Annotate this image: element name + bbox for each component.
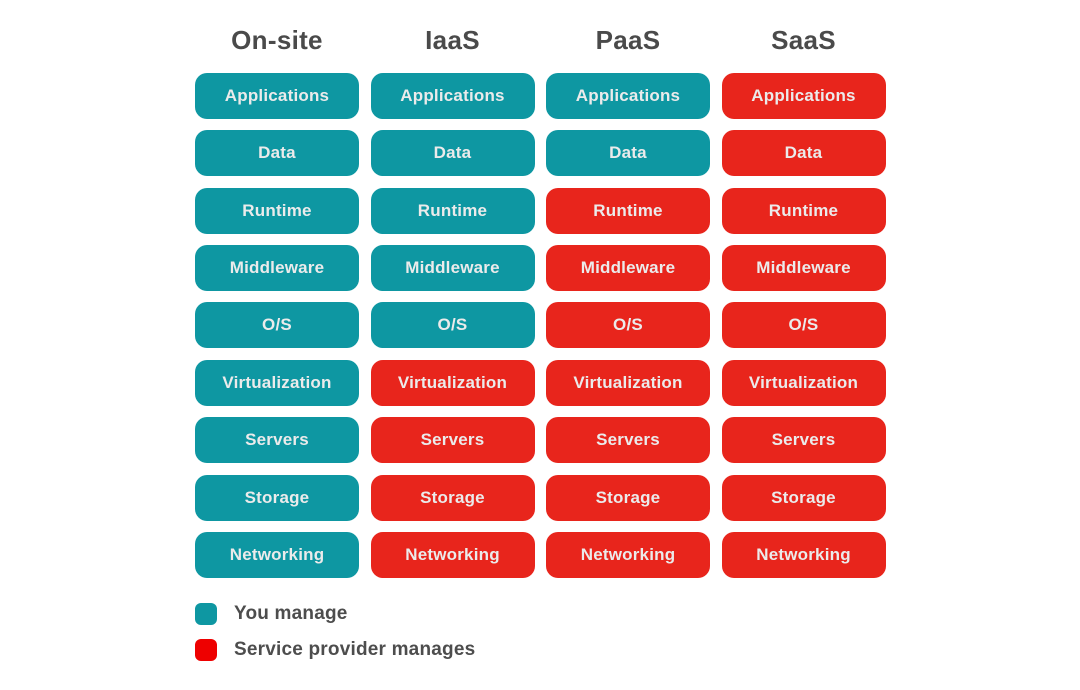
layer-pill: Middleware [195,245,359,292]
layer-pill: Data [546,130,710,177]
layer-pill: Applications [546,72,710,119]
layer-pill: Runtime [721,187,886,234]
layer-pill: Networking [546,532,710,579]
layer-pill: Virtualization [195,359,359,406]
layer-pill: Networking [370,532,535,579]
layer-pill: Storage [546,474,710,521]
layer-pill: Virtualization [370,359,535,406]
legend-item-you-manage: You manage [195,603,475,625]
layer-pill: Networking [721,532,886,579]
layer-pill: O/S [370,302,535,349]
layer-pill: Applications [721,72,886,119]
layer-pill: Storage [721,474,886,521]
layer-pill: Virtualization [546,359,710,406]
layer-pill: Virtualization [721,359,886,406]
layer-pill: Runtime [546,187,710,234]
layer-pill: Middleware [370,245,535,292]
layer-pill: Servers [370,417,535,464]
layer-pill: Networking [195,532,359,579]
legend-item-provider-manages: Service provider manages [195,639,475,661]
layer-pill: Middleware [546,245,710,292]
layer-pill: Runtime [370,187,535,234]
column-header: SaaS [771,25,836,55]
layer-pill: Data [370,130,535,177]
column-header: IaaS [425,25,480,55]
legend-label: You manage [234,603,348,624]
layer-pill: Storage [195,474,359,521]
provider-manages-swatch [195,639,217,661]
legend: You manage Service provider manages [195,603,475,675]
layer-pill: Applications [370,72,535,119]
you-manage-swatch [195,603,217,625]
layer-pill: Servers [195,417,359,464]
layer-pill: Middleware [721,245,886,292]
layer-pill: O/S [546,302,710,349]
layer-pill: O/S [721,302,886,349]
layer-pill: Applications [195,72,359,119]
layer-pill: Servers [721,417,886,464]
layer-pill: Runtime [195,187,359,234]
legend-label: Service provider manages [234,639,476,660]
layer-pill: Data [195,130,359,177]
column-header: On-site [231,25,323,55]
layer-pill: O/S [195,302,359,349]
column-header: PaaS [595,25,661,55]
layer-pill: Servers [546,417,710,464]
layer-pill: Storage [370,474,535,521]
layer-pill: Data [721,130,886,177]
